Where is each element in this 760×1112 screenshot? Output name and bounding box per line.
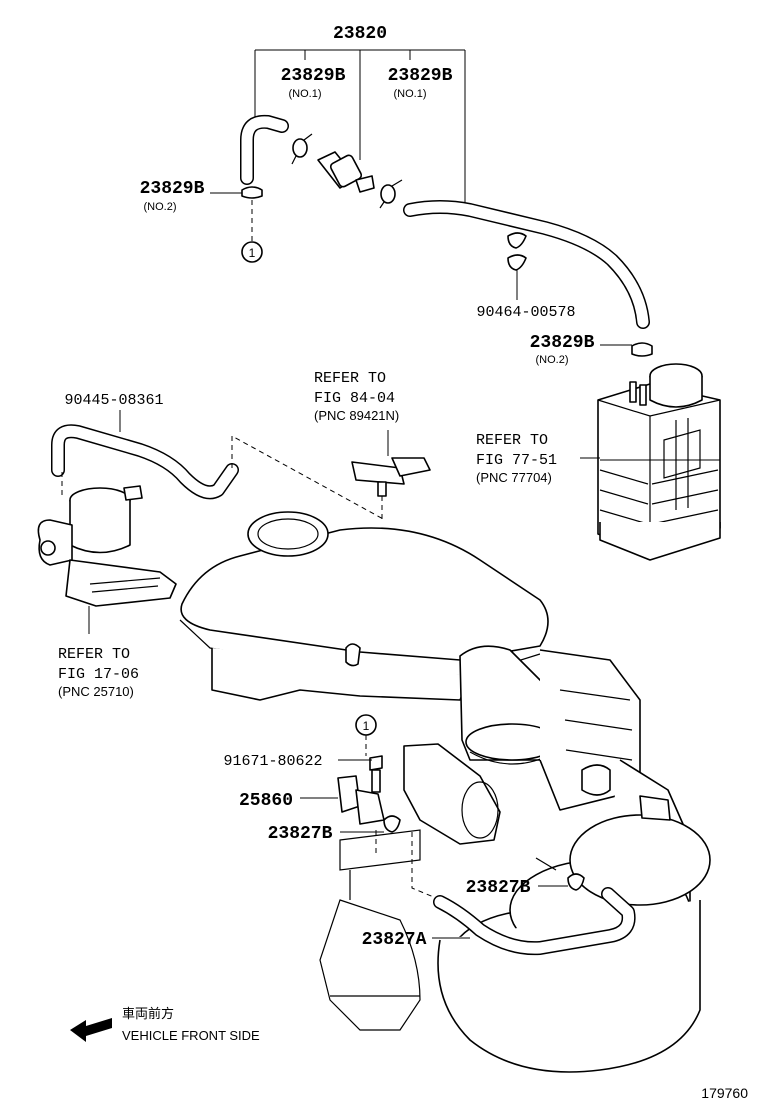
label-23829b-no2-right-sub: (NO.2) bbox=[536, 354, 569, 366]
vsv-valve bbox=[317, 151, 375, 193]
clip-icon bbox=[292, 138, 308, 158]
label-25860: 25860 bbox=[239, 791, 293, 811]
ref-1706-line2: FIG 17-06 bbox=[58, 666, 139, 683]
ref-8404-line1: REFER TO bbox=[314, 370, 386, 387]
label-23829b-no2-left-sub: (NO.2) bbox=[144, 201, 177, 213]
label-23829b-no1-left: 23829B bbox=[281, 66, 346, 86]
marker-1-top-text: 1 bbox=[249, 246, 256, 260]
clamp-90464 bbox=[507, 232, 527, 300]
hose-90445 bbox=[51, 410, 239, 500]
hose-23827a bbox=[411, 832, 636, 956]
ref-7751-line2: FIG 77-51 bbox=[476, 452, 557, 469]
intake-manifold bbox=[319, 645, 711, 1073]
ref-8404-line2: FIG 84-04 bbox=[314, 390, 395, 407]
ref-1706-line1: REFER TO bbox=[58, 646, 130, 663]
label-23829b-no2-left: 23829B bbox=[140, 179, 205, 199]
ref-marker-1-top bbox=[241, 241, 263, 263]
charcoal-canister bbox=[597, 363, 721, 561]
label-90445-08361: 90445-08361 bbox=[64, 392, 163, 409]
air-cleaner bbox=[179, 511, 549, 701]
vehicle-front-indicator: 車両前方 VEHICLE FRONT SIDE bbox=[70, 1006, 260, 1043]
pressure-sensor-bracket bbox=[351, 430, 431, 520]
label-91671-80622: 91671-80622 bbox=[223, 753, 322, 770]
label-23829b-no2-right: 23829B bbox=[530, 333, 595, 353]
label-23827b-left: 23827B bbox=[268, 824, 333, 844]
hose-assembly-23820 bbox=[210, 49, 653, 357]
ref-1706-line3: (PNC 25710) bbox=[58, 684, 134, 699]
figure-number: 179760 bbox=[701, 1085, 748, 1101]
ref-8404-line3: (PNC 89421N) bbox=[314, 408, 399, 423]
label-23827b-right: 23827B bbox=[466, 878, 531, 898]
marker-1-bottom-text: 1 bbox=[363, 719, 370, 733]
front-side-jp: 車両前方 bbox=[122, 1006, 174, 1021]
label-23827a: 23827A bbox=[362, 930, 427, 950]
ref-7751-line1: REFER TO bbox=[476, 432, 548, 449]
vsv-25860 bbox=[337, 714, 585, 891]
ref-7751-line3: (PNC 77704) bbox=[476, 470, 552, 485]
label-23829b-no1-right: 23829B bbox=[388, 66, 453, 86]
front-side-en: VEHICLE FRONT SIDE bbox=[122, 1028, 260, 1043]
air-control-valve bbox=[37, 435, 386, 607]
label-23829b-no1-right-sub: (NO.1) bbox=[394, 88, 427, 100]
arrow-left-icon bbox=[70, 1018, 112, 1042]
label-23829b-no1-left-sub: (NO.1) bbox=[289, 88, 322, 100]
label-23820: 23820 bbox=[333, 24, 387, 44]
label-90464-00578: 90464-00578 bbox=[476, 304, 575, 321]
